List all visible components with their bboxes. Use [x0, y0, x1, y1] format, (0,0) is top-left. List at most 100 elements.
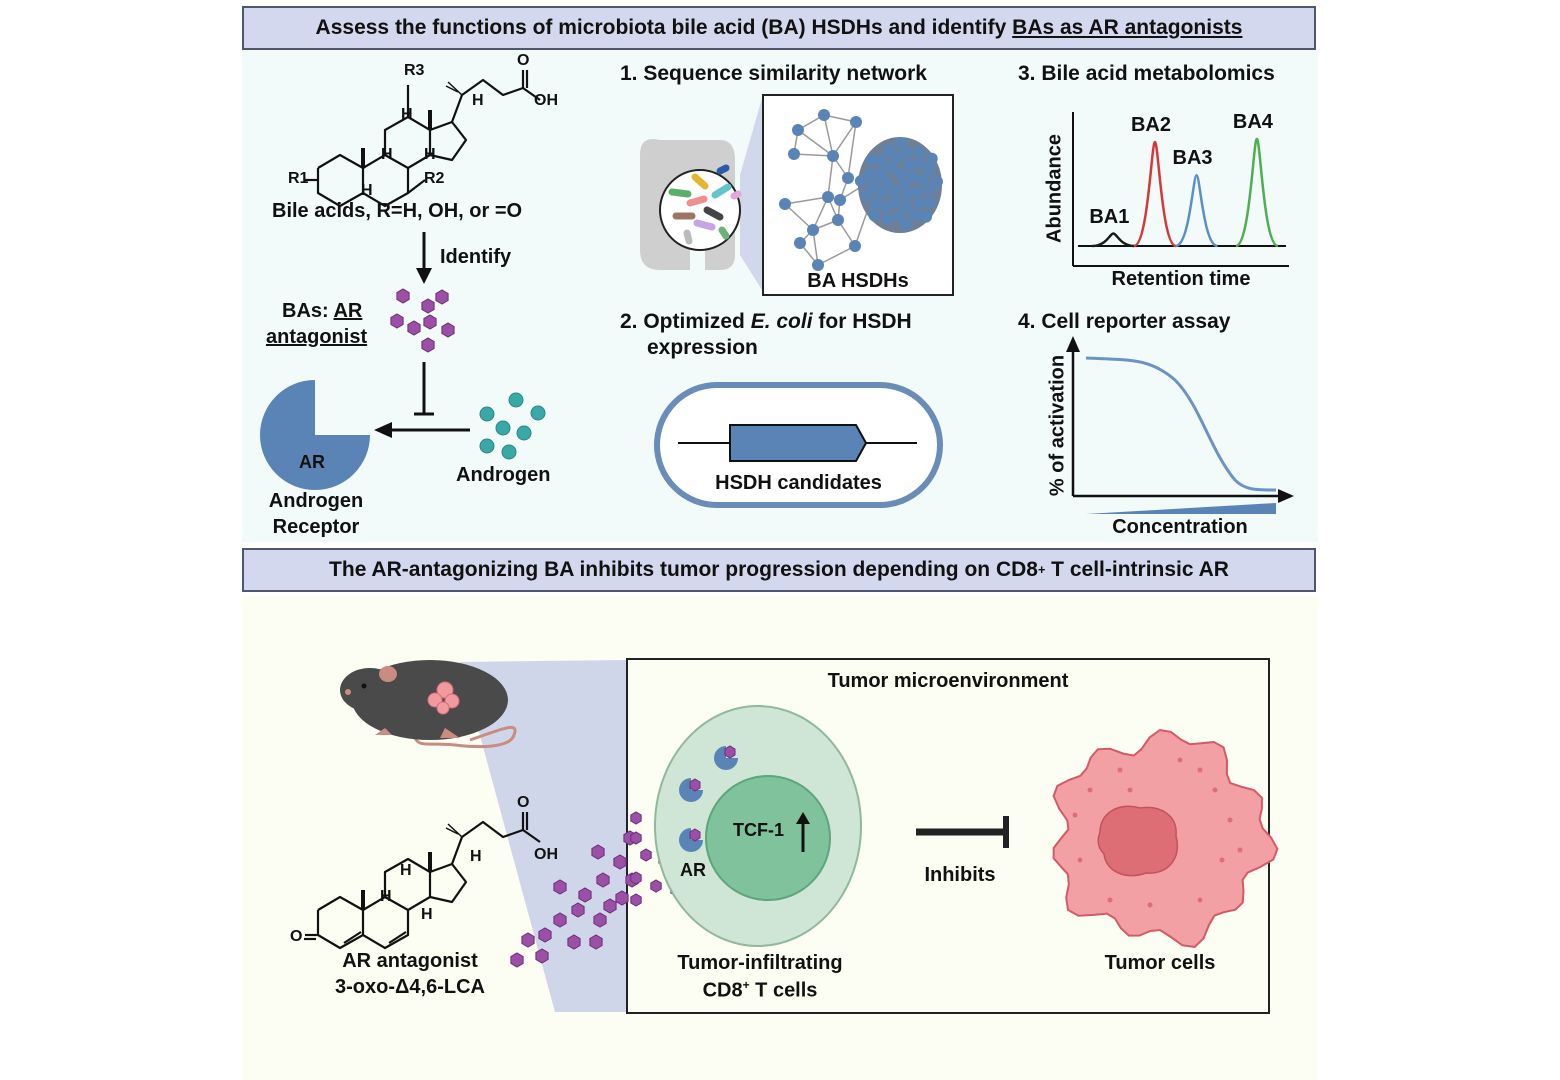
network-node — [931, 175, 943, 188]
network-node — [886, 162, 898, 175]
tcell-line2-after: T cells — [749, 979, 818, 1002]
network-node — [920, 210, 932, 223]
network-node — [794, 237, 806, 249]
ba-hexagon — [435, 289, 449, 305]
step2-title-prefix: 2. Optimized — [620, 310, 751, 333]
network-edge — [784, 203, 814, 231]
ba-hexagon — [578, 887, 592, 903]
step1-title: 1. Sequence similarity network — [620, 62, 927, 85]
bottom-banner-sup: + — [1037, 563, 1046, 577]
network-edge — [847, 121, 857, 179]
bile-acids-caption: Bile acids, R=H, OH, or =O — [272, 200, 523, 222]
tumor-granule — [1107, 897, 1113, 903]
androgen-receptor-line2: Receptor — [272, 516, 360, 538]
network-node — [882, 144, 895, 157]
network-node — [889, 196, 902, 209]
compound-line2: 3-oxo-Δ4,6-LCA — [335, 976, 485, 998]
ba-hexagon — [441, 322, 455, 338]
network-node — [923, 164, 936, 176]
step4-title: 4. Cell reporter assay — [1018, 310, 1231, 333]
network-edge — [832, 121, 857, 157]
bottom-banner-text-before: The AR-antagonizing BA inhibits tumor pr… — [329, 558, 1038, 581]
step2-title-italic: E. coli — [750, 310, 813, 333]
ba-hexagon — [650, 879, 662, 893]
network-node — [869, 197, 882, 210]
network-node — [890, 151, 903, 164]
chromatogram-peak-ba1 — [1092, 232, 1135, 248]
network-node — [842, 172, 854, 184]
network-node — [867, 180, 880, 193]
network-node — [832, 214, 844, 226]
oxo-label-h-14: H — [421, 906, 433, 923]
network-edge — [812, 196, 829, 231]
oxo-label-h-17: H — [470, 848, 482, 865]
network-edge — [817, 245, 856, 266]
dose-ylabel: % of activation — [1046, 354, 1069, 497]
network-node — [818, 109, 830, 121]
ba-hexagon — [589, 934, 603, 950]
gene-caption: HSDH candidates — [715, 472, 882, 494]
network-caption: BA HSDHs — [807, 270, 909, 292]
network-node — [863, 168, 876, 181]
network-edge — [784, 196, 829, 205]
chromatogram-xlabel: Retention time — [1111, 268, 1251, 290]
network-node — [924, 196, 937, 209]
peak-label-ba3: BA3 — [1172, 147, 1213, 170]
ba-hexagon — [510, 952, 524, 968]
ba-hexagon — [423, 314, 437, 330]
ba-hexagon — [421, 298, 435, 314]
ar-receptor-label: AR — [299, 452, 325, 472]
ba-hexagon — [630, 831, 642, 845]
ba-hexagon — [390, 313, 404, 329]
dose-response-curve — [1085, 356, 1277, 492]
tcell-line1: Tumor-infiltrating — [677, 952, 843, 974]
ba-hexagon — [603, 898, 617, 914]
ba-hexagon — [640, 848, 652, 862]
network-node — [822, 191, 834, 203]
tumor-granule — [1077, 857, 1083, 863]
network-node — [913, 157, 926, 170]
tumor-granule — [1117, 767, 1123, 773]
network-node — [865, 154, 878, 167]
network-node — [923, 183, 936, 196]
antagonist-underlined: antagonist — [266, 326, 368, 348]
oxo-label-carbonyl-o: O — [517, 794, 530, 811]
network-node — [849, 240, 861, 252]
oxo-label-oh: OH — [534, 846, 558, 863]
dose-y-arrowhead — [1066, 336, 1080, 352]
label-r1: R1 — [288, 170, 309, 187]
antagonist-label: antagonist — [266, 326, 367, 349]
ar-underlined: AR — [333, 300, 363, 322]
ba-hexagon — [630, 893, 642, 907]
tumor-granule — [1127, 787, 1133, 793]
network-node — [812, 259, 824, 271]
chromatogram-peak-ba4 — [1235, 137, 1279, 248]
label-r3: R3 — [404, 62, 425, 79]
network-node — [916, 173, 929, 186]
ba-hexagon — [407, 320, 421, 336]
androgen-label: Androgen — [456, 464, 551, 486]
bottom-banner: The AR-antagonizing BA inhibits tumor pr… — [242, 548, 1316, 592]
tumor-granule — [1087, 787, 1093, 793]
ba-hexagon — [613, 854, 627, 870]
inhibits-label: Inhibits — [924, 864, 996, 886]
label-oh: OH — [534, 92, 558, 109]
bas-ar-label: BAs: AR — [282, 300, 362, 323]
ba-hexagon — [593, 912, 607, 928]
tumor-granule — [1219, 857, 1225, 863]
network-edge — [827, 155, 834, 198]
oxo-label-h-9: H — [380, 888, 392, 905]
ba-hexagon — [567, 934, 581, 950]
ba-hexagon — [591, 844, 605, 860]
network-node — [898, 179, 911, 191]
tumor-label: Tumor cells — [1104, 952, 1216, 974]
